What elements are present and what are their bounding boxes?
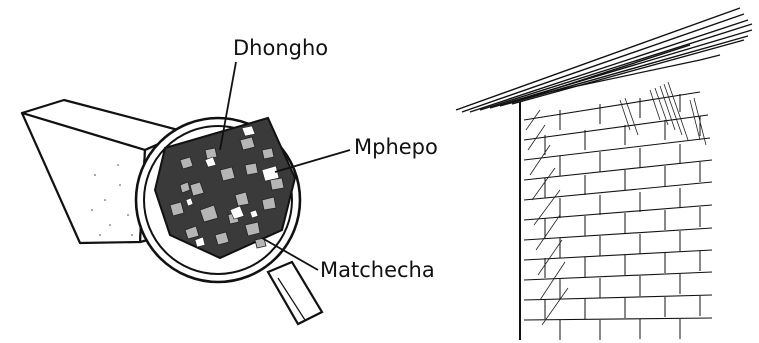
label-dhongho: Dhongho	[233, 38, 328, 59]
roof-icon	[456, 8, 752, 112]
magnifying-glass-icon	[136, 118, 322, 324]
brick-wall-icon	[456, 8, 752, 340]
label-matchecha: Matchecha	[320, 260, 435, 281]
label-mphepo: Mphepo	[354, 137, 438, 158]
